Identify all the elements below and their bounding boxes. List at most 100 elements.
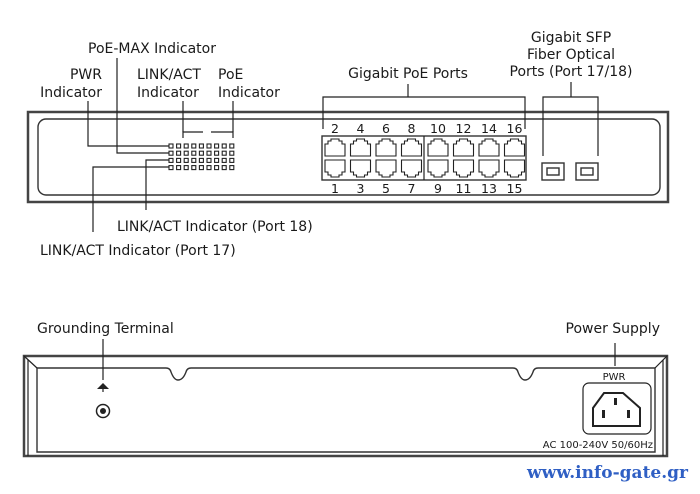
- linkact-port18-label: LINK/ACT Indicator (Port 18): [117, 219, 313, 235]
- rj45-port-16[interactable]: [503, 138, 526, 157]
- rj45-port-14[interactable]: [478, 138, 500, 157]
- led-indicator: [191, 157, 197, 163]
- port-number-bottom: 9: [434, 181, 442, 196]
- rear-bevel-left: [23, 355, 38, 369]
- leader-lines: [87, 58, 234, 232]
- led-indicator: [198, 165, 204, 171]
- led-indicator: [206, 157, 212, 163]
- rj45-port-11[interactable]: [452, 159, 475, 178]
- led-indicator: [214, 150, 220, 156]
- led-indicator: [168, 165, 174, 171]
- led-indicator: [183, 157, 189, 163]
- led-indicator: [176, 157, 182, 163]
- led-indicator: [176, 143, 182, 149]
- led-indicator: [206, 150, 212, 156]
- rear-chassis-inner: [36, 367, 656, 453]
- led-indicator: [183, 143, 189, 149]
- rear-chassis-outer: [22, 354, 669, 458]
- led-indicator: [206, 143, 212, 149]
- led-indicator: [183, 150, 189, 156]
- rj45-port-9[interactable]: [427, 159, 449, 178]
- led-indicator: [206, 165, 212, 171]
- sfp-ports-bracket: [542, 96, 599, 156]
- port-number-bottom: 5: [382, 181, 390, 196]
- port-number-top: 8: [408, 121, 416, 136]
- ac-rating-label: AC 100-240V 50/60Hz: [543, 440, 653, 451]
- pwr-indicator-label-line1: PWR: [70, 67, 102, 83]
- port-number-top: 4: [357, 121, 365, 136]
- port-number-bottom: 3: [357, 181, 365, 196]
- port-number-top: 14: [481, 121, 497, 136]
- front-chassis-outer: [26, 110, 670, 204]
- port-number-bottom: 1: [331, 181, 339, 196]
- port-number-top: 12: [456, 121, 472, 136]
- led-indicator: [229, 143, 235, 149]
- rj45-port-15[interactable]: [503, 159, 526, 178]
- poe-ports-bracket: [322, 96, 526, 129]
- sfp-label-line3: Ports (Port 17/18): [510, 64, 633, 80]
- rj45-port-2[interactable]: [324, 138, 346, 157]
- socket-pin-left: [602, 410, 605, 418]
- led-group-brackets: [182, 131, 234, 138]
- front-chassis-inner: [37, 118, 661, 196]
- led-indicator: [229, 157, 235, 163]
- led-indicator: [176, 165, 182, 171]
- led-indicator: [214, 157, 220, 163]
- port-number-top: 6: [382, 121, 390, 136]
- power-supply-label: Power Supply: [566, 321, 661, 337]
- socket-pin-right: [627, 410, 630, 418]
- front-panel: PoE-MAX Indicator PWR Indicator LINK/ACT…: [26, 30, 670, 259]
- linkact-indicator-label-line2: Indicator: [137, 85, 199, 101]
- led-indicator: [221, 165, 227, 171]
- rj45-port-4[interactable]: [349, 138, 372, 157]
- sfp-label-line2: Fiber Optical: [527, 47, 615, 63]
- sfp-port-17[interactable]: [541, 162, 565, 181]
- led-indicator: [168, 143, 174, 149]
- pwr-socket-label: PWR: [603, 372, 626, 383]
- led-indicator: [198, 157, 204, 163]
- rj45-port-10[interactable]: [427, 138, 449, 157]
- rj45-port-5[interactable]: [375, 159, 397, 178]
- led-indicator: [198, 150, 204, 156]
- socket-pin-earth: [614, 398, 617, 405]
- rj45-port-6[interactable]: [375, 138, 397, 157]
- rj45-port-block: [321, 135, 527, 181]
- rj45-port-8[interactable]: [400, 138, 423, 157]
- linkact-indicator-label-line1: LINK/ACT: [137, 67, 201, 83]
- led-indicator: [229, 165, 235, 171]
- led-indicator: [221, 157, 227, 163]
- rj45-port-12[interactable]: [452, 138, 475, 157]
- rj45-port-1[interactable]: [324, 159, 346, 178]
- gigabit-poe-ports-label: Gigabit PoE Ports: [348, 66, 468, 82]
- rj45-port-7[interactable]: [400, 159, 423, 178]
- poe-indicator-label-line2: Indicator: [218, 85, 280, 101]
- ac-power-socket[interactable]: [582, 382, 652, 435]
- port-number-top: 16: [507, 121, 523, 136]
- poe-indicator-label-line1: PoE: [218, 67, 243, 83]
- led-indicator: [168, 157, 174, 163]
- rj45-port-3[interactable]: [349, 159, 372, 178]
- led-indicator: [221, 150, 227, 156]
- led-indicator: [191, 143, 197, 149]
- led-indicator: [168, 150, 174, 156]
- grounding-terminal-screw[interactable]: [95, 403, 111, 419]
- sfp-port-18[interactable]: [575, 162, 599, 181]
- led-indicator: [221, 143, 227, 149]
- led-indicator-grid: [168, 143, 235, 171]
- watermark-text[interactable]: www.info-gate.gr: [526, 463, 689, 483]
- poe-max-indicator-label: PoE-MAX Indicator: [88, 41, 216, 57]
- port-number-top: 10: [430, 121, 446, 136]
- port-number-bottom: 7: [408, 181, 416, 196]
- ground-symbol-icon: [97, 383, 109, 392]
- rj45-port-13[interactable]: [478, 159, 500, 178]
- sfp-label-line1: Gigabit SFP: [531, 30, 611, 46]
- led-indicator: [214, 143, 220, 149]
- rear-bevel-right: [654, 355, 668, 369]
- port-number-bottom: 13: [481, 181, 497, 196]
- led-indicator: [198, 143, 204, 149]
- port-number-top: 2: [331, 121, 339, 136]
- led-indicator: [191, 165, 197, 171]
- sfp-ports: [541, 162, 599, 181]
